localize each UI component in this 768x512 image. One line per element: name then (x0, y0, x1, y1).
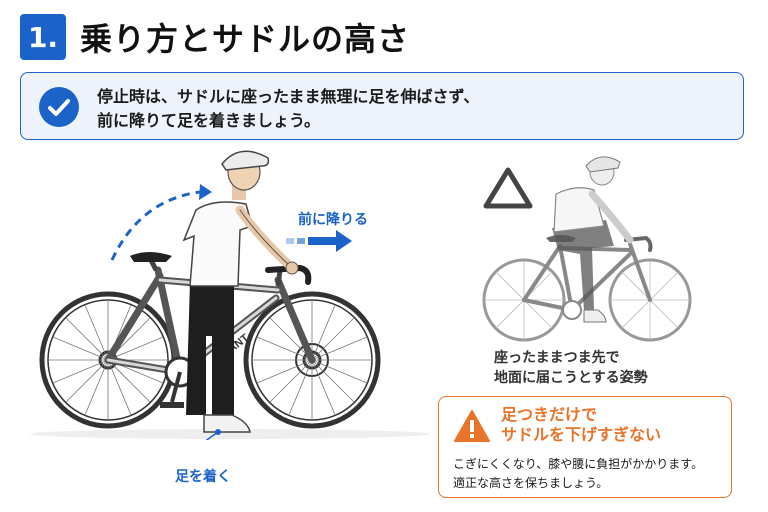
info-line-2: 前に降りて足を着きましょう。 (97, 111, 321, 130)
warning-title-line-2: サドルを下げすぎない (501, 425, 662, 444)
label-forward: 前に降りる (298, 212, 368, 228)
info-line-1: 停止時は、サドルに座ったまま無理に足を伸ばさず、 (97, 87, 480, 106)
check-icon (39, 87, 79, 127)
helmet (221, 150, 270, 171)
warning-title: 足つきだけで サドルを下げすぎない (501, 405, 661, 445)
warning-body-line-2: 適正な高さを保ちましょう。 (453, 476, 609, 490)
shoe (203, 414, 251, 433)
triangle-mark-icon (482, 166, 534, 214)
warning-body-line-1: こぎにくくなり、膝や腰に負担がかかります。 (453, 457, 704, 471)
saddle (130, 252, 172, 262)
arc-arrowhead (199, 184, 212, 200)
rider-standing (182, 150, 299, 433)
main-bike-illustration: GIANT (30, 150, 430, 440)
label-foot: 足を着く (175, 469, 231, 485)
warning-title-line-1: 足つきだけで (501, 405, 598, 424)
info-box: 停止時は、サドルに座ったまま無理に足を伸ばさず、 前に降りて足を着きましょう。 (20, 72, 744, 140)
warning-body: こぎにくくなり、膝や腰に負担がかかります。 適正な高さを保ちましょう。 (453, 455, 703, 493)
comparison-caption: 座ったままつま先で 地面に届こうとする姿勢 (494, 348, 648, 388)
page-title: 乗り方とサドルの高さ (80, 20, 411, 58)
dismount-arc-arrow (110, 190, 201, 261)
section-number-badge: 1. (20, 14, 66, 60)
warning-box: 足つきだけで サドルを下げすぎない こぎにくくなり、膝や腰に負担がかかります。 … (438, 396, 732, 498)
title-row: 1. 乗り方とサドルの高さ (20, 14, 410, 60)
info-text: 停止時は、サドルに座ったまま無理に足を伸ばさず、 前に降りて足を着きましょう。 (97, 85, 479, 133)
comparison-caption-line-1: 座ったままつま先で (494, 350, 620, 366)
forward-arrow-icon (286, 230, 352, 252)
side-bike-illustration (482, 156, 692, 342)
warning-icon (453, 409, 491, 447)
handlebar (265, 264, 312, 285)
comparison-caption-line-2: 地面に届こうとする姿勢 (494, 370, 648, 386)
